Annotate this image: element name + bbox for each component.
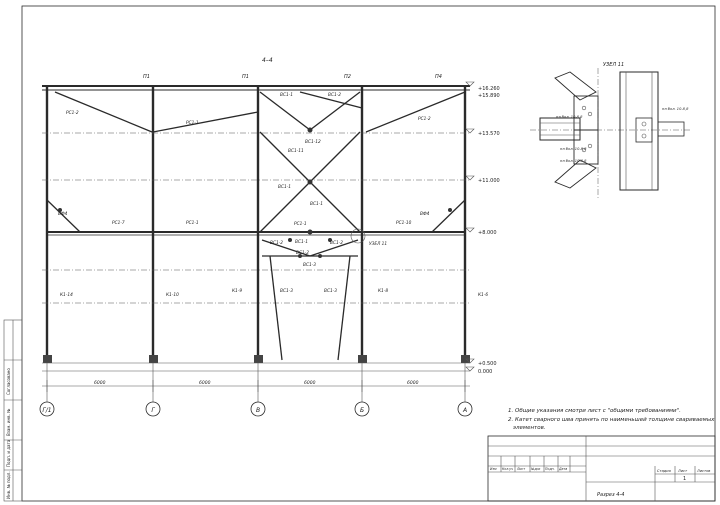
title-block-columns: Изм Кол.уч Лист №док Подп. Дата bbox=[490, 467, 567, 471]
detail-plate-4: пл бол. 10-8,8 bbox=[560, 159, 587, 163]
label-k1-6: К1-6 bbox=[478, 292, 488, 298]
detail-plate-2: пл бол. 10-8,8 bbox=[556, 115, 583, 119]
label-vs1-11: ВС1-11 bbox=[288, 148, 304, 154]
label-rs7: РС1-7 bbox=[112, 220, 125, 226]
bracing bbox=[46, 91, 466, 361]
general-notes: 1. Общие указания смотри лист с "общими … bbox=[508, 408, 715, 431]
axis-v: В bbox=[256, 407, 260, 414]
note-2: 2. Катет сварного шва принять по наимень… bbox=[508, 417, 715, 423]
level-lines bbox=[42, 132, 470, 304]
label-k1-8: К1-8 bbox=[378, 288, 388, 294]
side-stamp: Согласовано Взам. инв. № Подп. и дата Ин… bbox=[3, 319, 23, 502]
label-rs2-right: РС1-2 bbox=[418, 116, 431, 122]
label-vs-diag-1: ВС1-3 bbox=[280, 288, 293, 294]
label-rs1-mid-left: РС1-1 bbox=[186, 220, 199, 226]
tb-sheet: Лист bbox=[677, 469, 688, 473]
elev-0500: +0.500 bbox=[478, 361, 497, 367]
label-vs-low-4: ВС1-2 bbox=[296, 250, 309, 256]
label-vs-diag-2: ВС1-3 bbox=[324, 288, 337, 294]
label-vs-low-3: ВС1-2 bbox=[330, 240, 343, 246]
elevation-markers bbox=[465, 81, 475, 372]
elev-11000: +11.000 bbox=[478, 178, 500, 184]
tb-col-izm: Изм bbox=[490, 467, 497, 471]
columns bbox=[45, 86, 467, 362]
label-k1-10: К1-10 bbox=[166, 292, 179, 298]
label-knot-right: ВФ4 bbox=[420, 211, 430, 217]
label-k1-9: К1-9 bbox=[232, 288, 242, 294]
span-1: 6000 bbox=[94, 380, 106, 386]
tb-sheet-num: 1 bbox=[683, 476, 686, 482]
node-11-callout bbox=[350, 228, 366, 244]
beam-8000 bbox=[47, 231, 465, 236]
elev-8000: +8.000 bbox=[478, 230, 497, 236]
axis-g: Г bbox=[151, 407, 155, 414]
tb-col-podp: Подп. bbox=[545, 467, 555, 471]
title-block-stage: Стадия Лист Листов bbox=[657, 469, 710, 473]
elev-0000: 0.000 bbox=[478, 369, 492, 375]
span-3: 6000 bbox=[304, 380, 316, 386]
label-vs-low-5: ВС1-3 bbox=[303, 262, 316, 268]
sheet-frame bbox=[21, 5, 716, 502]
label-rs1-mid: РС1-1 bbox=[294, 221, 307, 227]
tb-col-list: Лист bbox=[516, 467, 525, 471]
label-rs1-top: РС1-1 bbox=[186, 120, 199, 126]
stamp-agreed: Согласовано bbox=[6, 368, 11, 395]
member-labels: РС1-2 РС1-2 РС1-1 ВС1-1 ВС1-2 ВС1-11 ВС1… bbox=[58, 92, 488, 298]
label-vs1-top: ВС1-1 bbox=[280, 92, 293, 98]
axis-g1: Г/1 bbox=[42, 407, 51, 414]
label-knot-left: ВФ4 bbox=[58, 211, 68, 217]
label-k1-14: К1-14 bbox=[60, 292, 73, 298]
label-vs1-12: ВС1-12 bbox=[305, 139, 321, 145]
elev-16260: +16.260 bbox=[478, 86, 500, 92]
note-1: 1. Общие указания смотри лист с "общими … bbox=[508, 408, 681, 414]
label-rs2-left: РС1-2 bbox=[66, 110, 79, 116]
detail-plate-1: пл бол. 10-8,8 bbox=[662, 107, 689, 111]
tb-drawing-name: Разрез 4-4 bbox=[597, 492, 624, 498]
detail-node-11: УЗЕЛ 11 пл бол. 10-8,8 пл бол. 10-8,8 пл… bbox=[530, 62, 690, 200]
label-vs1-mid: ВС1-1 bbox=[278, 184, 291, 190]
span-4: 6000 bbox=[407, 380, 419, 386]
label-vs2: ВС1-2 bbox=[328, 92, 341, 98]
top-marker-4: П4 bbox=[435, 74, 442, 80]
top-marker-3: П2 bbox=[344, 74, 351, 80]
label-rs10: РС1-10 bbox=[396, 220, 412, 226]
axis-b: Б bbox=[360, 407, 364, 414]
tb-col-ndok: №док bbox=[530, 467, 540, 471]
tb-col-data: Дата bbox=[558, 467, 567, 471]
span-2: 6000 bbox=[199, 380, 211, 386]
top-marker-1: П1 bbox=[143, 74, 150, 80]
tb-stage: Стадия bbox=[657, 469, 672, 473]
detail-plate-3: пл бол. 10-8,8 bbox=[560, 147, 587, 151]
detail-title: УЗЕЛ 11 bbox=[603, 62, 624, 68]
axis-leaders bbox=[46, 363, 466, 402]
label-vs-low-1: ВС1-2 bbox=[270, 240, 283, 246]
tb-sheets: Листов bbox=[696, 469, 710, 473]
axis-bubbles bbox=[39, 401, 473, 417]
top-marker-2: П1 bbox=[242, 74, 249, 80]
stamp-sign-date: Подп. и дата bbox=[6, 439, 11, 467]
section-title: 4–4 bbox=[262, 57, 273, 64]
label-vs1-x: ВС1-1 bbox=[310, 201, 323, 207]
label-vs-low-2: ВС1-1 bbox=[295, 239, 308, 245]
note-3: элементов. bbox=[513, 425, 546, 431]
elev-15890: +15.890 bbox=[478, 93, 500, 99]
axis-a: А bbox=[462, 407, 467, 414]
elev-13570: +13.570 bbox=[478, 131, 500, 137]
stamp-replace: Взам. инв. № bbox=[6, 409, 11, 436]
span-dimensions bbox=[42, 380, 470, 392]
nodes bbox=[58, 127, 452, 258]
tb-col-kol: Кол.уч bbox=[502, 467, 513, 471]
top-beam bbox=[42, 85, 470, 91]
column-bases bbox=[43, 355, 470, 363]
title-block bbox=[487, 435, 716, 502]
label-node-ref: УЗЕЛ 11 bbox=[369, 241, 387, 247]
stamp-inv: Инв. № подл. bbox=[6, 471, 11, 499]
